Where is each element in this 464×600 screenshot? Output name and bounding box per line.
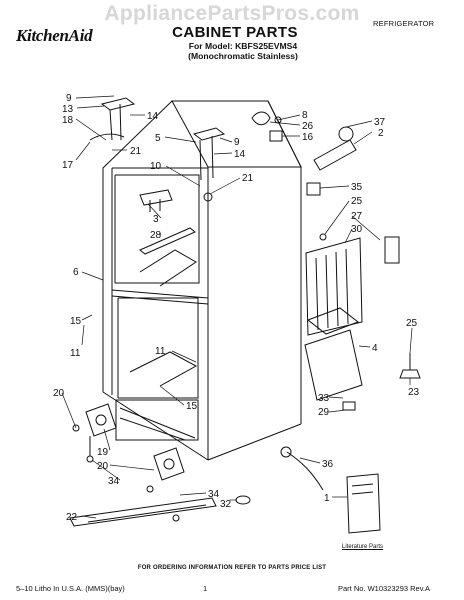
condenser-grille-part <box>305 237 363 336</box>
callout-25: 25 <box>351 196 363 207</box>
callout-15: 15 <box>70 316 82 327</box>
callout-9: 9 <box>234 137 240 148</box>
callout-20: 20 <box>97 461 109 472</box>
callout-18: 18 <box>62 115 74 126</box>
handle-part <box>313 126 357 171</box>
foam-block-part <box>384 236 400 264</box>
access-panel-part <box>304 329 363 401</box>
callout-13: 13 <box>62 104 74 115</box>
callout-34: 34 <box>208 489 220 500</box>
callout-26: 26 <box>302 121 314 132</box>
callout-16: 16 <box>302 132 314 143</box>
callout-5: 5 <box>155 133 161 144</box>
roller-assembly-right <box>146 447 185 522</box>
callout-23: 23 <box>408 387 420 398</box>
bracket-part <box>342 401 356 411</box>
callout-19: 19 <box>97 447 109 458</box>
callout-29: 29 <box>318 407 330 418</box>
leveling-leg-part <box>399 353 421 379</box>
callout-6: 6 <box>73 267 79 278</box>
literature-parts-label: Literature Parts <box>342 544 384 550</box>
model-number: For Model: KBFS25EVMS4 <box>188 41 298 51</box>
literature-part <box>346 473 381 534</box>
callout-2: 2 <box>378 128 384 139</box>
top-hinge-bracket-left <box>89 97 136 141</box>
callout-34: 34 <box>108 476 120 487</box>
top-hinge-bracket-center <box>192 127 226 202</box>
roller-assembly-left <box>72 403 117 463</box>
callout-22: 22 <box>66 512 78 523</box>
ordering-note: FOR ORDERING INFORMATION REFER TO PARTS … <box>137 565 327 571</box>
callout-14: 14 <box>147 111 159 122</box>
callout-10: 10 <box>150 161 162 172</box>
callout-15: 15 <box>186 401 198 412</box>
callout-36: 36 <box>322 459 334 470</box>
toe-grille-part <box>306 307 360 335</box>
callout-30: 30 <box>351 224 363 235</box>
callout-17: 17 <box>62 160 74 171</box>
page-number: 1 <box>203 584 208 593</box>
callout-4: 4 <box>372 343 378 354</box>
callout-1: 1 <box>324 493 330 504</box>
callout-35: 35 <box>351 182 363 193</box>
watermark: AppliancePartsPros.com <box>104 2 360 25</box>
page-title: CABINET PARTS <box>172 24 298 41</box>
control-housing-part <box>139 189 173 212</box>
callout-21: 21 <box>130 146 142 157</box>
clip-part <box>306 182 321 196</box>
screw-part <box>319 233 327 241</box>
callout-33: 33 <box>318 393 330 404</box>
callout-27: 27 <box>351 211 363 222</box>
document-part-number: Part No. W10323293 Rev.A <box>338 584 430 593</box>
brand-logo: KitchenAid <box>16 26 93 45</box>
callout-32: 32 <box>220 499 232 510</box>
callout-25: 25 <box>406 318 418 329</box>
cord-part <box>280 446 324 491</box>
base-grille-part <box>69 497 217 527</box>
upper-hinge-part <box>251 111 283 142</box>
callout-9: 9 <box>66 93 72 104</box>
callout-14: 14 <box>234 149 246 160</box>
callout-8: 8 <box>302 110 308 121</box>
callout-11: 11 <box>70 348 81 359</box>
appliance-category: REFRIGERATOR <box>373 19 435 28</box>
leader-lines <box>61 95 413 519</box>
model-label: For Model: KBFS25EVMS4 (Monochromatic St… <box>168 41 318 61</box>
leveling-pad-part <box>235 495 251 505</box>
callout-11: 11 <box>155 346 166 357</box>
litho-note: 5–10 Litho In U.S.A. (MMS)(bay) <box>16 584 125 593</box>
callout-3: 3 <box>153 214 159 225</box>
callout-37: 37 <box>374 117 386 128</box>
cabinet-outline <box>102 100 302 461</box>
model-finish: (Monochromatic Stainless) <box>188 51 298 61</box>
callout-28: 28 <box>150 230 162 241</box>
callout-21: 21 <box>242 173 254 184</box>
callout-20: 20 <box>53 388 65 399</box>
air-diffuser-part <box>139 227 196 255</box>
